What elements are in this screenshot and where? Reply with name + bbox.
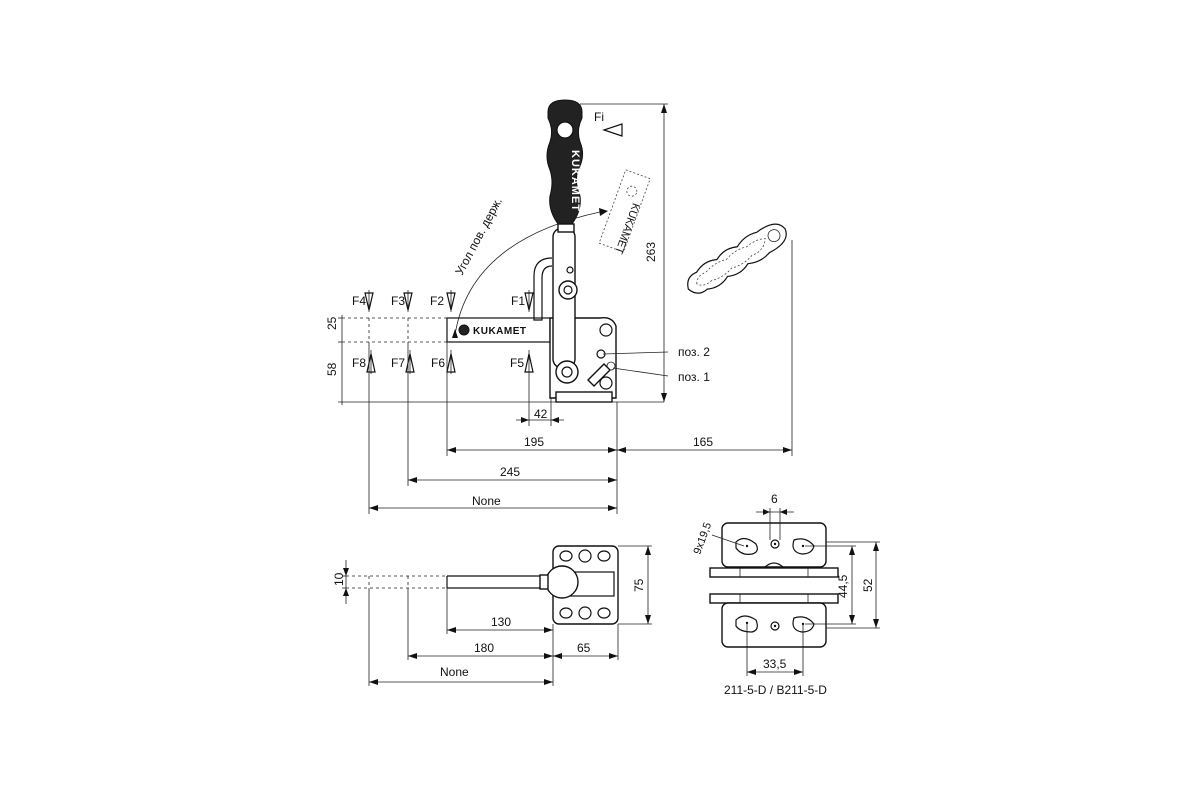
svg-text:F2: F2 <box>430 294 444 308</box>
svg-text:F5: F5 <box>510 356 524 370</box>
force-arrows-top: F4 F3 F2 F1 <box>352 290 534 312</box>
dim-263: 263 <box>644 242 658 262</box>
force-arrow-f6: F6 <box>431 350 456 374</box>
front-dimensions: 25 58 263 42 195 165 245 <box>325 103 793 514</box>
dim-44-5: 44,5 <box>836 574 850 598</box>
front-view: KUKAMET KUKAMET KUKAMET Угол пов. держ. … <box>342 99 787 403</box>
top-dimensions: 10 75 130 180 65 None <box>332 545 652 686</box>
dim-none-front: None <box>472 494 501 508</box>
svg-text:F6: F6 <box>431 356 445 370</box>
svg-text:F8: F8 <box>352 356 366 370</box>
model-label: 211-5-D / B211-5-D <box>724 683 827 697</box>
dim-6: 6 <box>771 492 778 506</box>
svg-text:F7: F7 <box>391 356 405 370</box>
force-arrow-f4: F4 <box>352 290 374 312</box>
svg-text:F1: F1 <box>511 294 525 308</box>
force-arrow-f1: F1 <box>511 290 534 312</box>
dim-33-5: 33,5 <box>763 657 787 671</box>
svg-text:F3: F3 <box>391 294 405 308</box>
handle-logo-text: KUKAMET <box>569 150 581 212</box>
dim-10: 10 <box>332 572 346 586</box>
svg-text:KUKAMET: KUKAMET <box>612 201 642 255</box>
dim-none-top: None <box>440 665 469 679</box>
dim-165: 165 <box>693 435 713 449</box>
handle-open <box>687 223 787 294</box>
dim-195: 195 <box>524 435 544 449</box>
pos2-label: поз. 2 <box>678 345 710 359</box>
pos1-label: поз. 1 <box>678 370 710 384</box>
dim-52: 52 <box>861 578 875 592</box>
dim-25: 25 <box>325 316 339 330</box>
svg-text:F4: F4 <box>352 294 366 308</box>
dim-130: 130 <box>491 615 511 629</box>
dim-65: 65 <box>577 641 591 655</box>
dim-58: 58 <box>325 362 339 376</box>
force-arrows-bottom: F8 F7 F6 F5 <box>352 350 534 374</box>
dim-245: 245 <box>500 465 520 479</box>
bar-logo-text: KUKAMET <box>473 326 527 337</box>
dim-75: 75 <box>632 578 646 592</box>
handle-grip <box>546 99 584 225</box>
fi-label: Fi <box>594 110 604 124</box>
force-arrow-f2: F2 <box>430 290 456 312</box>
dim-42: 42 <box>534 407 548 421</box>
dim-180: 180 <box>474 641 494 655</box>
angle-arc <box>454 211 601 336</box>
angle-label: Угол пов. держ. <box>452 195 505 277</box>
base-detail <box>709 522 839 648</box>
force-arrow-f7: F7 <box>391 350 415 374</box>
dim-9x195: 9x19,5 <box>692 521 715 556</box>
top-view <box>346 545 619 625</box>
force-arrow-f5: F5 <box>510 350 534 374</box>
force-arrow-f3: F3 <box>391 290 413 312</box>
force-arrow-f8: F8 <box>352 350 376 374</box>
